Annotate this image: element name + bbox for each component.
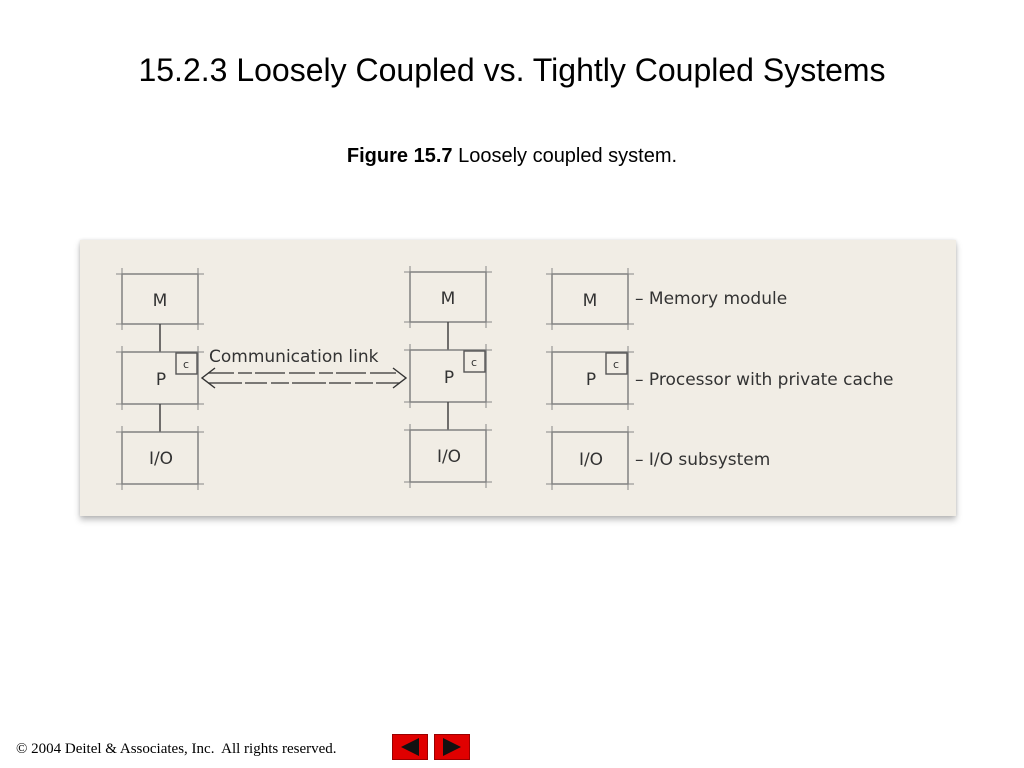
previous-slide-button[interactable] bbox=[392, 734, 428, 760]
node-left-memory-label: M bbox=[153, 291, 168, 311]
node-left-io-label: I/O bbox=[149, 449, 173, 469]
legend-io-text: – I/O subsystem bbox=[635, 450, 770, 470]
communication-link-arrow-right bbox=[392, 367, 408, 389]
legend-processor-symbol: P bbox=[586, 370, 596, 390]
node-left: M c P I/O bbox=[116, 268, 204, 490]
loosely-coupled-diagram: M c P I/O Communication link bbox=[116, 266, 894, 490]
triangle-left-icon bbox=[401, 738, 419, 756]
next-slide-button[interactable] bbox=[434, 734, 470, 760]
figure-caption: Figure 15.7 Loosely coupled system. bbox=[0, 145, 1024, 168]
legend: M – Memory module c P – Processor with p… bbox=[546, 268, 894, 490]
node-middle-memory-label: M bbox=[441, 289, 456, 309]
legend-cache-box bbox=[605, 352, 628, 375]
legend-cache-symbol: c bbox=[613, 358, 619, 371]
node-middle-cache-label: c bbox=[471, 356, 477, 369]
legend-memory-text: – Memory module bbox=[635, 289, 787, 309]
triangle-right-icon bbox=[443, 738, 461, 756]
node-middle-cache-box bbox=[463, 350, 486, 373]
legend-io-symbol: I/O bbox=[579, 450, 603, 470]
legend-processor-text: – Processor with private cache bbox=[635, 370, 894, 390]
node-left-cache-label: c bbox=[183, 358, 189, 371]
node-middle-processor-label: P bbox=[444, 368, 454, 388]
legend-memory-symbol: M bbox=[583, 291, 598, 311]
node-left-cache-box bbox=[175, 352, 198, 375]
node-middle: M c P I/O bbox=[404, 266, 492, 488]
figure-panel: M c P I/O Communication link bbox=[80, 240, 956, 516]
communication-link-arrow-left bbox=[200, 367, 216, 389]
communication-link: Communication link bbox=[200, 347, 408, 389]
figure-caption-text: Loosely coupled system. bbox=[452, 145, 678, 167]
node-left-processor-label: P bbox=[156, 370, 166, 390]
figure-caption-label: Figure 15.7 bbox=[346, 145, 453, 167]
communication-link-label: Communication link bbox=[209, 347, 379, 367]
copyright-footer: © 2004 Deitel & Associates, Inc. All rig… bbox=[16, 741, 337, 757]
node-middle-io-label: I/O bbox=[437, 447, 461, 467]
slide-title: 15.2.3 Loosely Coupled vs. Tightly Coupl… bbox=[138, 52, 886, 88]
